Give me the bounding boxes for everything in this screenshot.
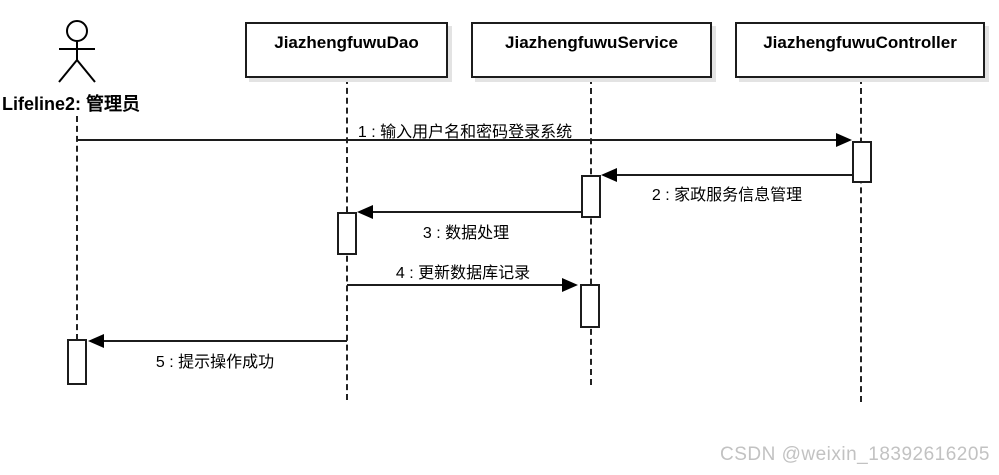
arrowhead-left-icon [88, 334, 104, 348]
activation-bar-dao [337, 212, 357, 255]
participant-box-controller: JiazhengfuwuController [735, 22, 985, 78]
activation-bar-service-2 [580, 284, 600, 328]
activation-bar-actor [67, 339, 87, 385]
message-line-2 [617, 174, 852, 176]
message-label-5: 5 : 提示操作成功 [155, 354, 275, 371]
actor-icon [58, 20, 96, 83]
activation-bar-service-1 [581, 175, 601, 218]
message-label-1: 1 : 输入用户名和密码登录系统 [357, 124, 573, 141]
watermark-text: CSDN @weixin_18392616205 [719, 444, 990, 465]
participant-box-service: JiazhengfuwuService [471, 22, 712, 78]
message-label-3: 3 : 数据处理 [422, 225, 510, 242]
message-label-2: 2 : 家政服务信息管理 [651, 187, 803, 204]
message-line-4 [347, 284, 562, 286]
message-line-1 [77, 139, 836, 141]
participant-box-dao: JiazhengfuwuDao [245, 22, 448, 78]
message-line-3 [373, 211, 581, 213]
arrowhead-right-icon [836, 133, 852, 147]
message-label-4: 4 : 更新数据库记录 [395, 265, 531, 282]
lifeline-service [590, 78, 592, 385]
activation-bar-controller [852, 141, 872, 183]
arrowhead-right-icon [562, 278, 578, 292]
message-line-5 [104, 340, 347, 342]
actor-label: Lifeline2: 管理员 [2, 94, 141, 114]
arrowhead-left-icon [357, 205, 373, 219]
arrowhead-left-icon [601, 168, 617, 182]
lifeline-controller [860, 78, 862, 402]
lifeline-actor [76, 116, 78, 340]
